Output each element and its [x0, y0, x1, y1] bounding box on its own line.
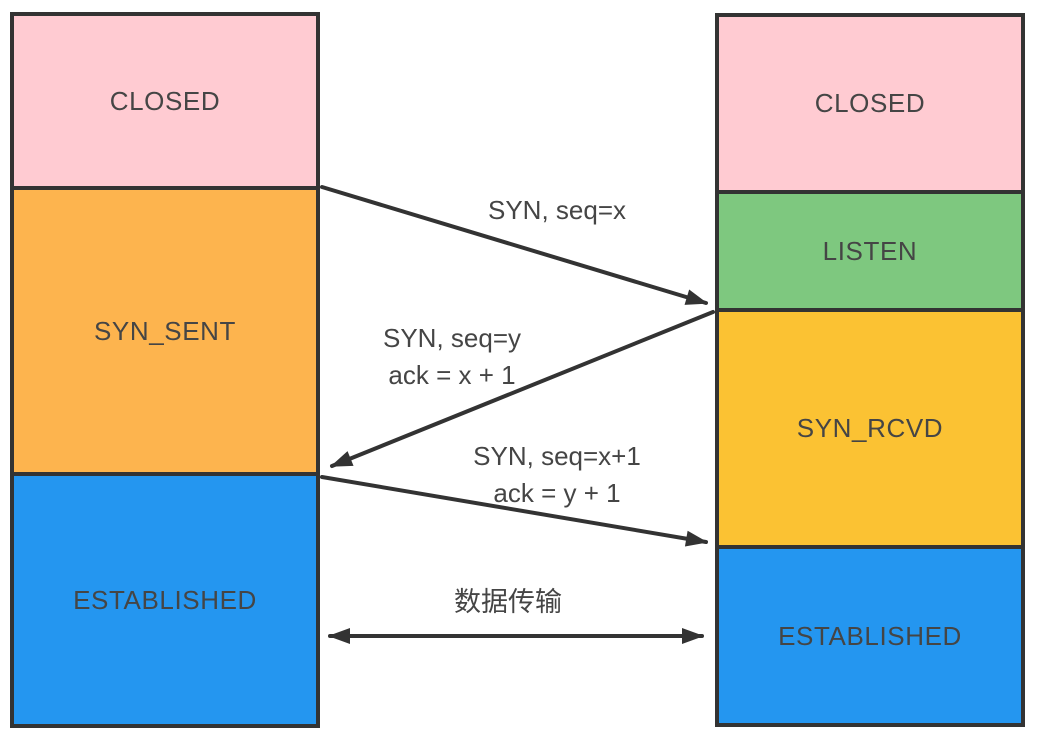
client-state-column: CLOSED SYN_SENT ESTABLISHED: [10, 12, 320, 728]
state-server-closed: CLOSED: [719, 17, 1021, 190]
label-syn: SYN, seq=x: [488, 192, 626, 229]
state-client-established: ESTABLISHED: [14, 472, 316, 724]
label-ack-line1: SYN, seq=x+1: [473, 441, 641, 471]
state-client-syn-sent: SYN_SENT: [14, 186, 316, 472]
state-label: ESTABLISHED: [778, 620, 962, 651]
state-label: ESTABLISHED: [73, 584, 257, 615]
state-label: SYN_RCVD: [796, 413, 944, 443]
state-label: SYN_SENT: [93, 315, 237, 346]
label-syn-line1: SYN, seq=x: [487, 195, 627, 225]
label-syn-ack-line1: SYN, seq=y: [382, 323, 522, 353]
label-syn-ack: SYN, seq=y ack = x + 1: [383, 320, 521, 394]
state-label: CLOSED: [109, 85, 221, 116]
label-syn-ack-line2: ack = x + 1: [388, 360, 516, 390]
label-ack-line2: ack = y + 1: [493, 478, 621, 508]
label-data-transfer: 数据传输: [454, 584, 562, 621]
state-server-syn-rcvd: SYN_RCVD: [719, 308, 1021, 545]
server-state-column: CLOSED LISTEN SYN_RCVD ESTABLISHED: [715, 13, 1025, 727]
state-label: CLOSED: [814, 88, 926, 118]
label-data-transfer-line1: 数据传输: [454, 587, 562, 617]
label-ack: SYN, seq=x+1 ack = y + 1: [473, 438, 641, 512]
state-client-closed: CLOSED: [14, 16, 316, 186]
state-server-established: ESTABLISHED: [719, 545, 1021, 723]
state-server-listen: LISTEN: [719, 190, 1021, 308]
state-label: LISTEN: [822, 235, 918, 266]
